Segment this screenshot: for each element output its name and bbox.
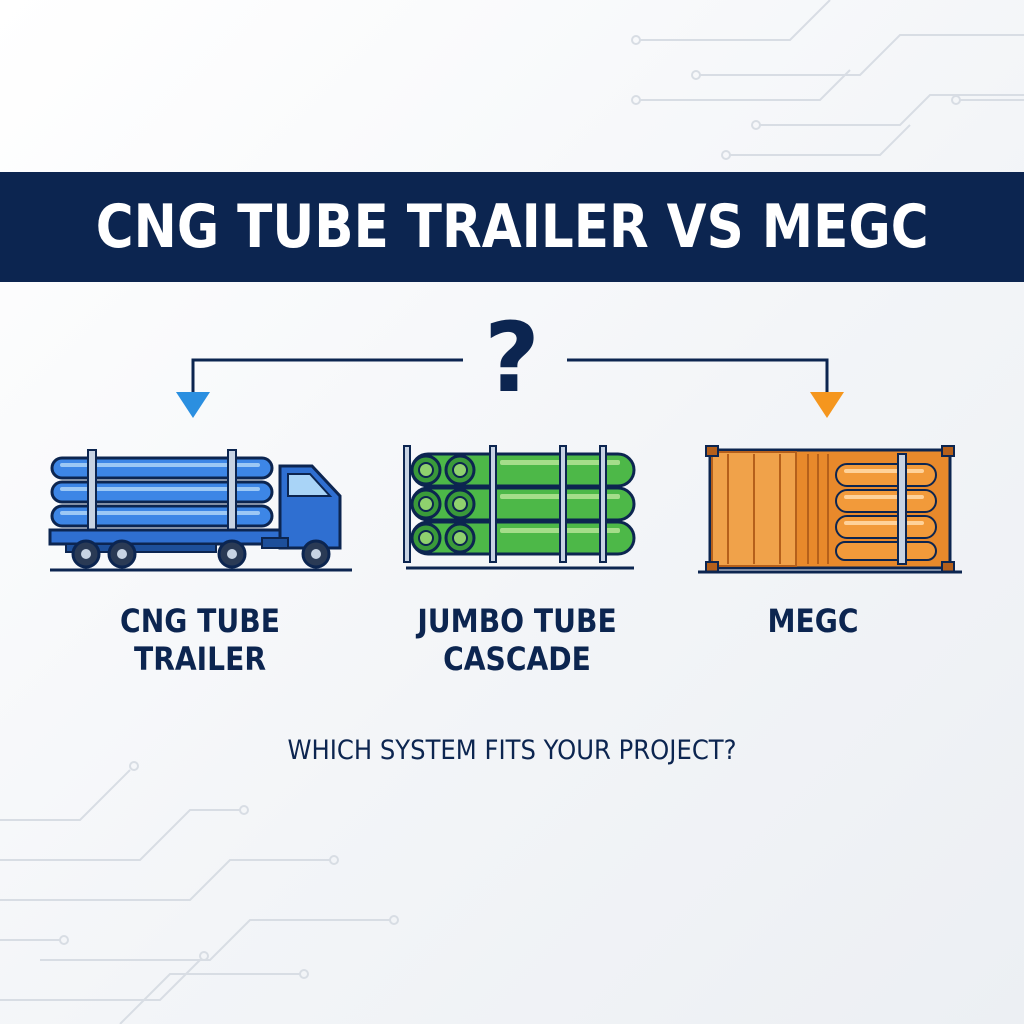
option-label-cng-tube-trailer: CNG TUBE TRAILER (120, 602, 280, 678)
title-banner: CNG TUBE TRAILER VS MEGC (0, 172, 1024, 282)
arrow-down-right-icon (810, 392, 844, 418)
arrow-down-left-icon (176, 392, 210, 418)
page-title: CNG TUBE TRAILER VS MEGC (95, 192, 929, 262)
megc-container-icon (698, 445, 962, 574)
option-label-megc: MEGC (767, 602, 859, 640)
cng-truck-icon (48, 449, 352, 572)
question-mark: ? (484, 302, 540, 414)
jumbo-tube-cascade-icon (403, 445, 636, 570)
footer-question: WHICH SYSTEM FITS YOUR PROJECT? (287, 735, 737, 766)
option-label-jumbo-tube-cascade: JUMBO TUBE CASCADE (417, 602, 617, 678)
